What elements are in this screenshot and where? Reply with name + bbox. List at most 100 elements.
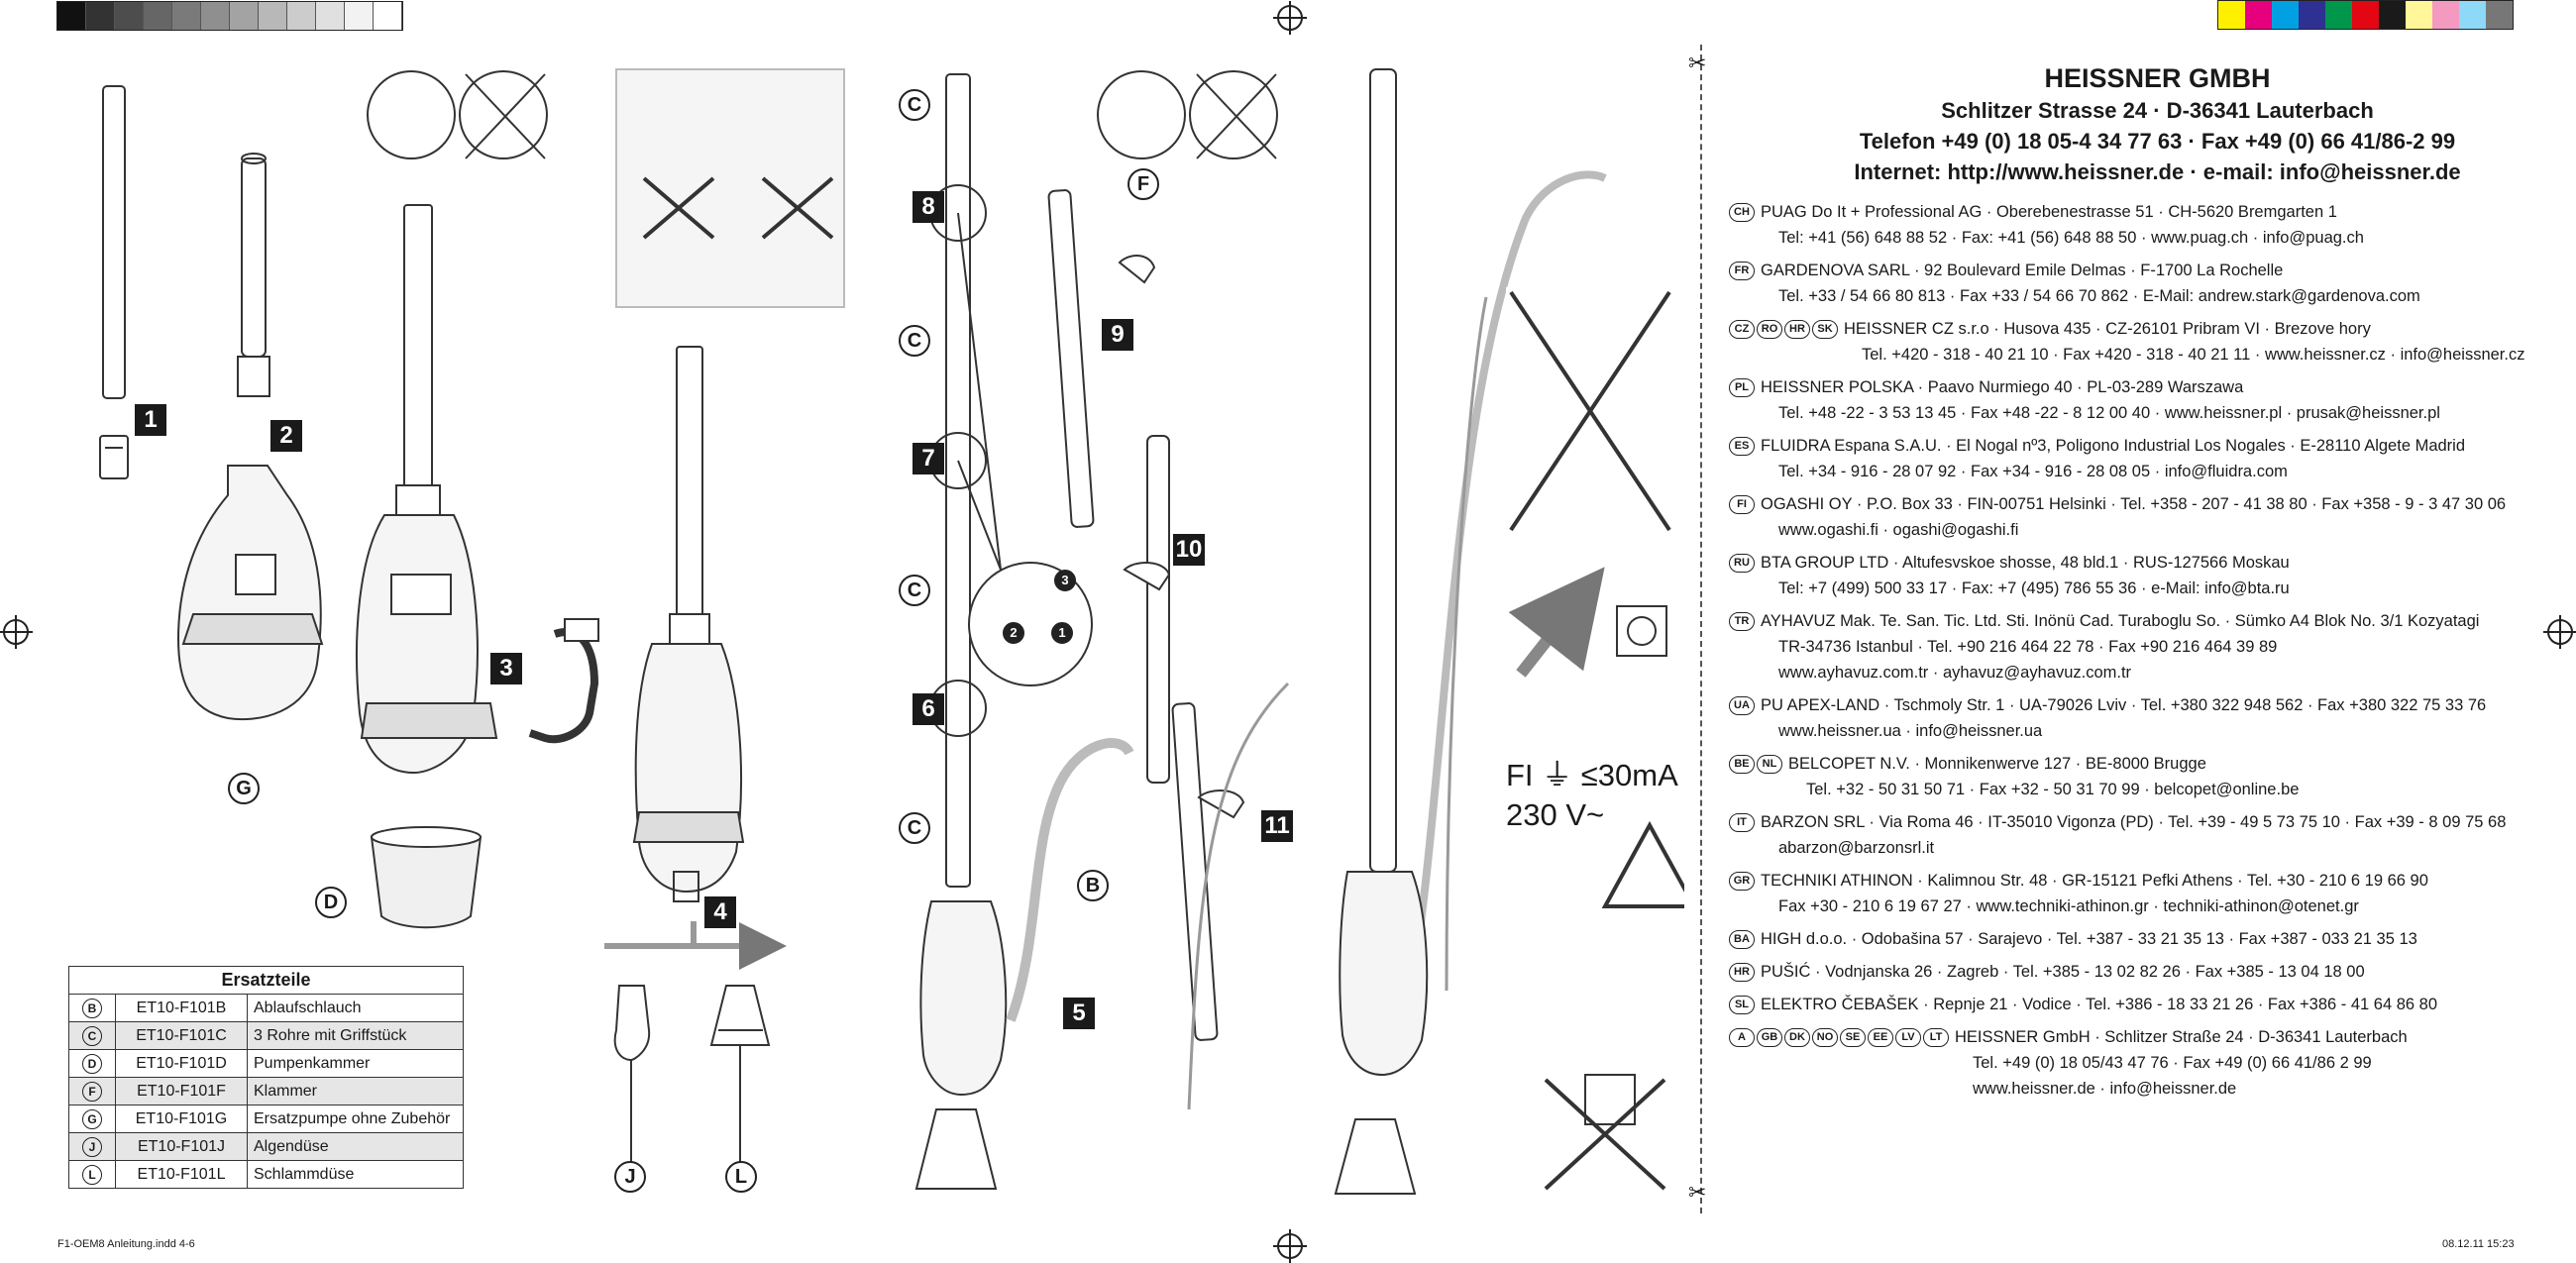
country-code-badge: CZ: [1729, 320, 1755, 339]
grey-swatch: [287, 2, 316, 30]
step-badge: 6: [912, 693, 944, 725]
distributor-line: Tel. +420 - 318 - 40 21 10 · Fax +420 - …: [1862, 346, 2525, 364]
step-badge: 4: [704, 896, 736, 928]
file-slug: F1-OEM8 Anleitung.indd 4-6: [57, 1238, 195, 1250]
country-code-badge: ES: [1729, 437, 1755, 456]
part-letter-b: B: [1077, 870, 1109, 901]
distributor-line: HEISSNER GmbH · Schlitzer Straße 24 · D-…: [1955, 1028, 2408, 1046]
country-code-badge: BA: [1729, 930, 1755, 949]
company-header: HEISSNER GMBH Schlitzer Strasse 24 · D-3…: [1754, 61, 2561, 187]
distributor-text: HIGH d.o.o. · Odobašina 57 · Sarajevo · …: [1761, 926, 2417, 952]
register-mark: [1273, 1229, 1307, 1263]
grey-swatch: [172, 2, 201, 30]
part-desc: Ersatzpumpe ohne Zubehör: [247, 1105, 464, 1133]
sludge-nozzle: [709, 985, 771, 1046]
country-codes: FR: [1729, 262, 1755, 280]
step-badge: 7: [912, 443, 944, 474]
grey-swatch: [230, 2, 259, 30]
distributor-line: Tel: +7 (499) 500 33 17 · Fax: +7 (495) …: [1778, 579, 2290, 597]
country-code-badge: A: [1729, 1028, 1755, 1047]
country-code-badge: CH: [1729, 203, 1755, 222]
distributor-line: ELEKTRO ČEBAŠEK · Repnje 21 · Vodice · T…: [1761, 996, 2438, 1013]
country-code-badge: FR: [1729, 262, 1755, 280]
distributor-entry: BA HIGH d.o.o. · Odobašina 57 · Sarajevo …: [1729, 926, 2561, 952]
tools-warning-icon: [367, 70, 456, 159]
sub-step-marker: 1: [1051, 622, 1073, 644]
color-swatch: [2432, 1, 2459, 29]
distributor-line: Tel. +34 - 916 - 28 07 92 · Fax +34 - 91…: [1778, 463, 2288, 480]
part-desc: Ablaufschlauch: [247, 994, 464, 1022]
part-code: ET10-F101B: [115, 994, 248, 1022]
grey-swatch: [57, 2, 86, 30]
table-title: Ersatzteile: [68, 966, 464, 995]
part-desc: Pumpenkammer: [247, 1049, 464, 1078]
part-desc: 3 Rohre mit Griffstück: [247, 1021, 464, 1050]
part-code: ET10-F101L: [115, 1160, 248, 1189]
register-mark: [1273, 1, 1307, 35]
company-name: HEISSNER GMBH: [2044, 63, 2271, 93]
country-codes: TR: [1729, 612, 1755, 631]
electric-hazard-scene: [615, 68, 845, 308]
distributor-line: BARZON SRL · Via Roma 46 · IT-35010 Vigo…: [1761, 813, 2507, 831]
socket-icon: [1584, 1074, 1636, 1125]
country-codes: RU: [1729, 554, 1755, 573]
color-swatch: [2218, 1, 2245, 29]
country-codes: HR: [1729, 963, 1755, 982]
part-code: ET10-F101G: [115, 1105, 248, 1133]
distributor-text: OGASHI OY · P.O. Box 33 · FIN-00751 Hels…: [1761, 491, 2506, 543]
pipe-tube: [945, 73, 971, 888]
country-code-badge: SE: [1840, 1028, 1866, 1047]
fi-rating: FI ⏚ ≤30mA 230 V~: [1506, 756, 1678, 835]
part-letter-c: C: [899, 325, 930, 357]
company-web: Internet: http://www.heissner.de · e-mai…: [1854, 159, 2461, 184]
distributor-line: BELCOPET N.V. · Monnikenwerve 127 · BE-8…: [1788, 755, 2206, 773]
cut-line: [1700, 45, 1702, 1213]
company-phone: Telefon +49 (0) 18 05-4 34 77 63 · Fax +…: [1859, 129, 2456, 154]
country-code-badge: HR: [1729, 963, 1755, 982]
distributor-line: OGASHI OY · P.O. Box 33 · FIN-00751 Hels…: [1761, 495, 2507, 513]
part-letter: C: [82, 1025, 102, 1046]
step-badge: 2: [270, 420, 302, 452]
color-swatch: [2272, 1, 2299, 29]
grey-swatch: [374, 2, 402, 30]
scissors-icon: ✂: [1688, 1181, 1707, 1206]
pump-chamber: [370, 836, 483, 929]
part-letter-d: D: [315, 887, 347, 918]
country-codes: PL: [1729, 378, 1755, 397]
part-letter: B: [82, 998, 102, 1018]
country-code-badge: DK: [1784, 1028, 1810, 1047]
distributor-line: TR-34736 Istanbul · Tel. +90 216 464 22 …: [1778, 638, 2278, 656]
distributor-line: PU APEX-LAND · Tschmoly Str. 1 · UA-7902…: [1761, 696, 2487, 714]
country-code-badge: GB: [1757, 1028, 1782, 1047]
distributor-line: www.heissner.de · info@heissner.de: [1973, 1080, 2237, 1098]
country-code-badge: LT: [1923, 1028, 1949, 1047]
distributor-line: Fax +30 - 210 6 19 67 27 · www.techniki-…: [1778, 897, 2359, 915]
step-badge: 9: [1102, 319, 1133, 351]
part-letter-j: J: [614, 1161, 646, 1193]
part-letter: D: [82, 1053, 102, 1074]
country-code-badge: NL: [1757, 755, 1782, 774]
voltage-line: 230 V~: [1506, 797, 1605, 832]
color-swatch: [2379, 1, 2406, 29]
distributor-entry: CH PUAG Do It + Professional AG · Oberebe…: [1729, 199, 2561, 251]
country-code-badge: RU: [1729, 554, 1755, 573]
part-letter-c: C: [899, 89, 930, 121]
distributor-line: PUAG Do It + Professional AG · Oberebene…: [1761, 203, 2337, 221]
algae-nozzle: [613, 985, 651, 1062]
country-code-badge: NO: [1812, 1028, 1838, 1047]
clamp: [1118, 255, 1156, 284]
part-letter: L: [82, 1164, 102, 1185]
elbow-fitting: [528, 628, 599, 744]
country-codes: SL: [1729, 996, 1755, 1014]
